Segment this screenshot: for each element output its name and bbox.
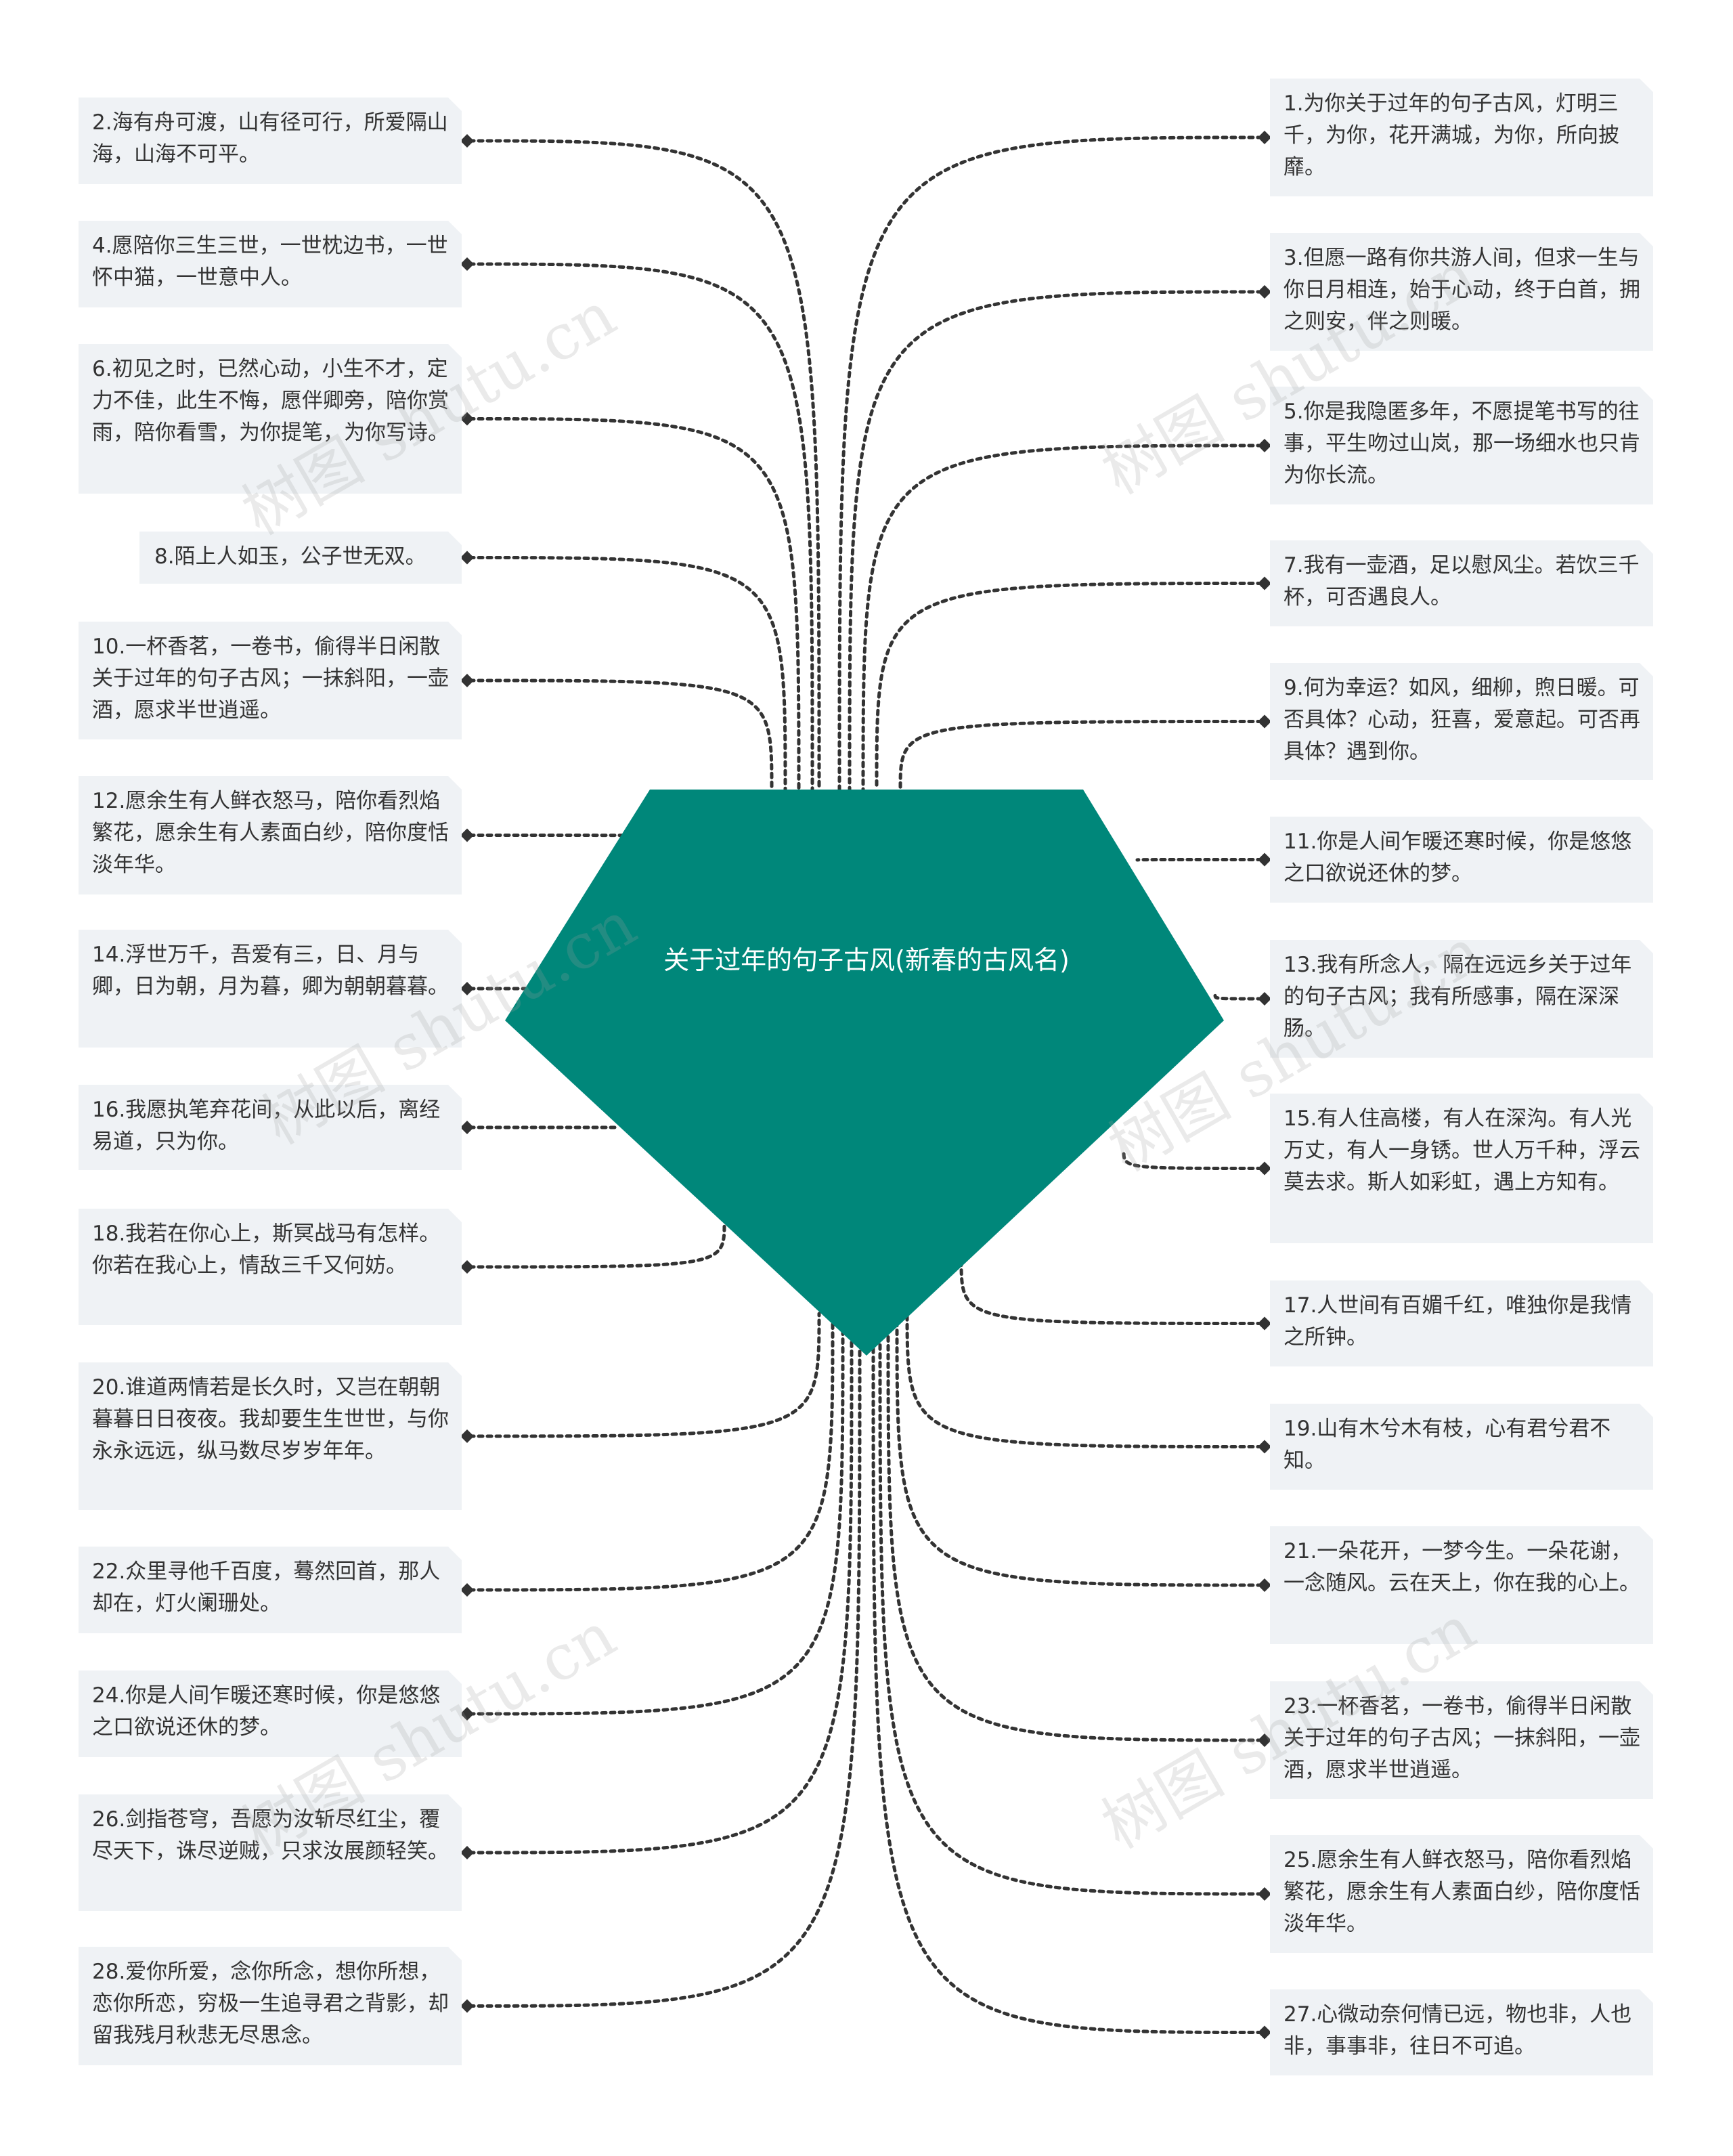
- left-connector-line: [468, 1339, 854, 1855]
- right-topic-node[interactable]: 1.为你关于过年的句子古风，灯明三千，为你，花开满城，为你，所向披靡。: [1270, 79, 1653, 196]
- left-topic-node[interactable]: 20.谁道两情若是长久时，又岂在朝朝暮暮日日夜夜。我却要生生世世，与你永永远远，…: [79, 1362, 462, 1510]
- right-topic-node[interactable]: 15.有人住高楼，有人在深沟。有人光万丈，有人一身锈。世人万千种，浮云莫去求。斯…: [1270, 1094, 1653, 1243]
- right-topic-node[interactable]: 13.我有所念人，隔在远远乡关于过年的句子古风；我有所感事，隔在深深肠。: [1270, 940, 1653, 1058]
- right-connector-dot: [1258, 131, 1271, 144]
- left-topic-node[interactable]: 18.我若在你心上，斯冥战马有怎样。你若在我心上，情敌三千又何妨。: [79, 1209, 462, 1325]
- right-connector-dot: [1258, 2025, 1271, 2040]
- left-topic-node[interactable]: 24.你是人间乍暖还寒时候，你是悠悠之口欲说还休的梦。: [79, 1670, 462, 1757]
- right-topic-node[interactable]: 7.我有一壶酒，足以慰风尘。若饮三千杯，可否遇良人。: [1270, 540, 1653, 626]
- right-connector-line: [959, 1257, 1264, 1325]
- left-connector-dot: [460, 1429, 474, 1443]
- right-connector-dot: [1258, 1578, 1271, 1592]
- right-topic-node[interactable]: 3.但愿一路有你共游人间，但求一生与你日月相连，始于心动，终于白首，拥之则安，伴…: [1270, 233, 1653, 351]
- right-connector-line: [1122, 1149, 1264, 1170]
- right-connector-line: [895, 1318, 1264, 1587]
- right-connector-dot: [1258, 285, 1271, 299]
- left-topic-node[interactable]: 2.海有舟可渡，山有径可行，所爱隔山海，山海不可平。: [79, 98, 462, 184]
- left-connector-dot: [460, 1583, 474, 1597]
- right-connector-dot: [1258, 1161, 1271, 1176]
- center-topic-label: 关于过年的句子古风(新春的古风名): [663, 945, 1070, 975]
- left-connector-line: [468, 556, 787, 792]
- right-connector-line: [875, 582, 1264, 792]
- right-connector-dot: [1258, 1887, 1271, 1901]
- right-connector-dot: [1258, 576, 1271, 590]
- right-connector-line: [886, 1327, 1264, 1742]
- right-topic-node[interactable]: 5.你是我隐匿多年，不愿提笔书写的往事，平生吻过山岚，那一场细水也只肯为你长流。: [1270, 387, 1653, 504]
- left-connector-line: [468, 417, 801, 792]
- left-connector-dot: [460, 1260, 474, 1274]
- left-topic-node[interactable]: 10.一杯香茗，一卷书，偷得半日闲散关于过年的句子古风；一抹斜阳，一壶酒，愿求半…: [79, 622, 462, 739]
- right-topic-node[interactable]: 17.人世间有百媚千红，唯独你是我情之所钟。: [1270, 1280, 1653, 1366]
- left-connector-dot: [460, 828, 474, 842]
- left-connector-dot: [460, 1999, 474, 2013]
- right-topic-node[interactable]: 21.一朵花开，一梦今生。一朵花谢，一念随风。云在天上，你在我的心上。: [1270, 1526, 1653, 1644]
- right-topic-node[interactable]: 19.山有木兮木有枝，心有君兮君不知。: [1270, 1404, 1653, 1490]
- right-topic-node[interactable]: 11.你是人间乍暖还寒时候，你是悠悠之口欲说还休的梦。: [1270, 817, 1653, 903]
- left-connector-line: [468, 262, 814, 792]
- right-topic-node[interactable]: 27.心微动奈何情已远，物也非，人也非，事事非，往日不可追。: [1270, 1989, 1653, 2075]
- right-connector-dot: [1258, 1316, 1271, 1331]
- left-topic-node[interactable]: 22.众里寻他千百度，蓦然回首，那人却在，灯火阑珊处。: [79, 1547, 462, 1633]
- left-connector-line: [468, 1220, 726, 1269]
- right-topic-node[interactable]: 25.愿余生有人鲜衣怒马，陪你看烈焰繁花，愿余生有人素面白纱，陪你度恬淡年华。: [1270, 1835, 1653, 1953]
- left-connector-line: [468, 678, 774, 792]
- left-connector-dot: [460, 551, 474, 565]
- right-connector-line: [905, 1308, 1264, 1448]
- connector-endpoints: [460, 131, 1271, 2040]
- left-topic-node[interactable]: 16.我愿执笔弃花间，从此以后，离经易道，只为你。: [79, 1085, 462, 1170]
- right-connector-line: [848, 290, 1264, 792]
- left-connector-line: [468, 1312, 821, 1438]
- left-connector-line: [468, 1329, 845, 1716]
- left-connector-dot: [460, 1707, 474, 1721]
- left-topic-node[interactable]: 8.陌上人如玉，公子世无双。: [139, 532, 462, 584]
- left-topic-node[interactable]: 4.愿陪你三生三世，一世枕边书，一世怀中猫，一世意中人。: [79, 221, 462, 307]
- right-connector-line: [871, 1347, 1264, 2034]
- left-connector-dot: [460, 674, 474, 687]
- left-topic-node[interactable]: 26.剑指苍穹，吾愿为汝斩尽红尘，覆尽天下，诛尽逆贼，只求汝展颜轻笑。: [79, 1794, 462, 1911]
- right-connector-dot: [1258, 714, 1271, 729]
- left-connector-dot: [460, 134, 474, 148]
- right-connector-dot: [1258, 1440, 1271, 1454]
- left-connector-line: [468, 1349, 862, 2008]
- right-topic-node[interactable]: 9.何为幸运？如风，细柳，煦日暖。可否具体？心动，狂喜，爱意起。可否再具体？遇到…: [1270, 663, 1653, 780]
- right-connector-line: [837, 135, 1264, 792]
- left-connector-line: [468, 139, 821, 792]
- left-topic-node[interactable]: 28.爱你所爱，念你所念，想你所想，恋你所恋，穷极一生追寻君之背影，却留我残月秋…: [79, 1947, 462, 2065]
- left-topic-node[interactable]: 12.愿余生有人鲜衣怒马，陪你看烈焰繁花，愿余生有人素面白纱，陪你度恬淡年华。: [79, 776, 462, 894]
- right-connector-dot: [1258, 853, 1271, 867]
- right-connector-line: [861, 444, 1264, 792]
- left-connector-dot: [460, 1846, 474, 1859]
- left-connector-line: [468, 1322, 835, 1592]
- left-connector-dot: [460, 412, 474, 426]
- right-connector-line: [898, 720, 1264, 792]
- right-connector-line: [878, 1335, 1264, 1896]
- right-connector-line: [1135, 858, 1264, 862]
- right-connector-dot: [1258, 1733, 1271, 1747]
- left-topic-node[interactable]: 6.初见之时，已然心动，小生不才，定力不佳，此生不悔，愿伴卿旁，陪你赏雨，陪你看…: [79, 344, 462, 494]
- left-connector-dot: [460, 257, 474, 271]
- right-connector-dot: [1258, 992, 1271, 1006]
- left-connector-dot: [460, 982, 474, 995]
- center-diamond[interactable]: [505, 790, 1224, 1356]
- right-connector-dot: [1258, 439, 1271, 452]
- left-connector-dot: [460, 1121, 474, 1134]
- left-topic-node[interactable]: 14.浮世万千，吾爱有三，日、月与卿，日为朝，月为暮，卿为朝朝暮暮。: [79, 930, 462, 1048]
- right-connector-line: [1213, 993, 1264, 1001]
- right-topic-node[interactable]: 23.一杯香茗，一卷书，偷得半日闲散关于过年的句子古风；一抹斜阳，一壶酒，愿求半…: [1270, 1681, 1653, 1799]
